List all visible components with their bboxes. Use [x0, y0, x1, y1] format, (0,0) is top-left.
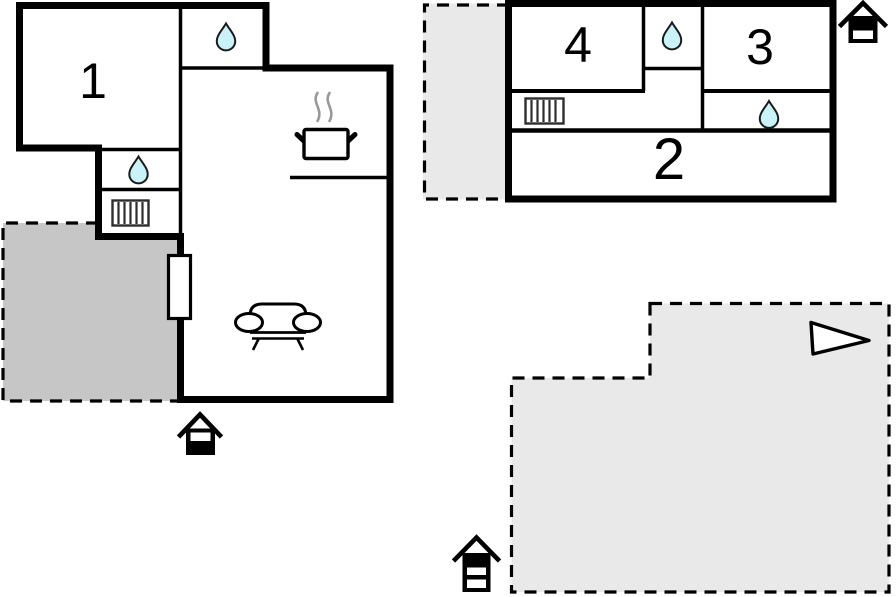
upper-floor-plan — [422, 0, 889, 203]
room-label-1: 1 — [79, 53, 107, 109]
room-label-4: 4 — [564, 17, 592, 73]
water-drop-icon — [758, 99, 780, 129]
exterior-wall-ground — [16, 2, 394, 403]
terrace-ground — [3, 223, 181, 401]
room-label-3: 3 — [746, 19, 774, 75]
floor-indicator-upper-icon — [837, 0, 889, 43]
floor-indicator-terrace-icon — [451, 534, 502, 592]
ground-floor-plan — [1, 2, 394, 455]
terrace-large-area — [509, 301, 891, 594]
sofa-icon — [234, 302, 322, 351]
stove-icon — [294, 91, 358, 161]
radiator-icon — [524, 97, 565, 125]
radiator-icon — [111, 199, 150, 227]
water-drop-icon — [661, 20, 683, 51]
room-label-2: 2 — [652, 127, 686, 192]
direction-arrow-icon — [809, 320, 871, 356]
floor-indicator-ground-icon — [176, 411, 224, 455]
terrace-large — [509, 301, 891, 594]
terrace-upper-side — [423, 3, 510, 200]
terrace-upper-side-dashed-border — [422, 3, 509, 201]
door-icon — [166, 253, 193, 321]
water-drop-icon — [215, 21, 237, 52]
terrace-ground-dashed-border — [1, 221, 181, 403]
water-drop-icon — [128, 154, 149, 185]
